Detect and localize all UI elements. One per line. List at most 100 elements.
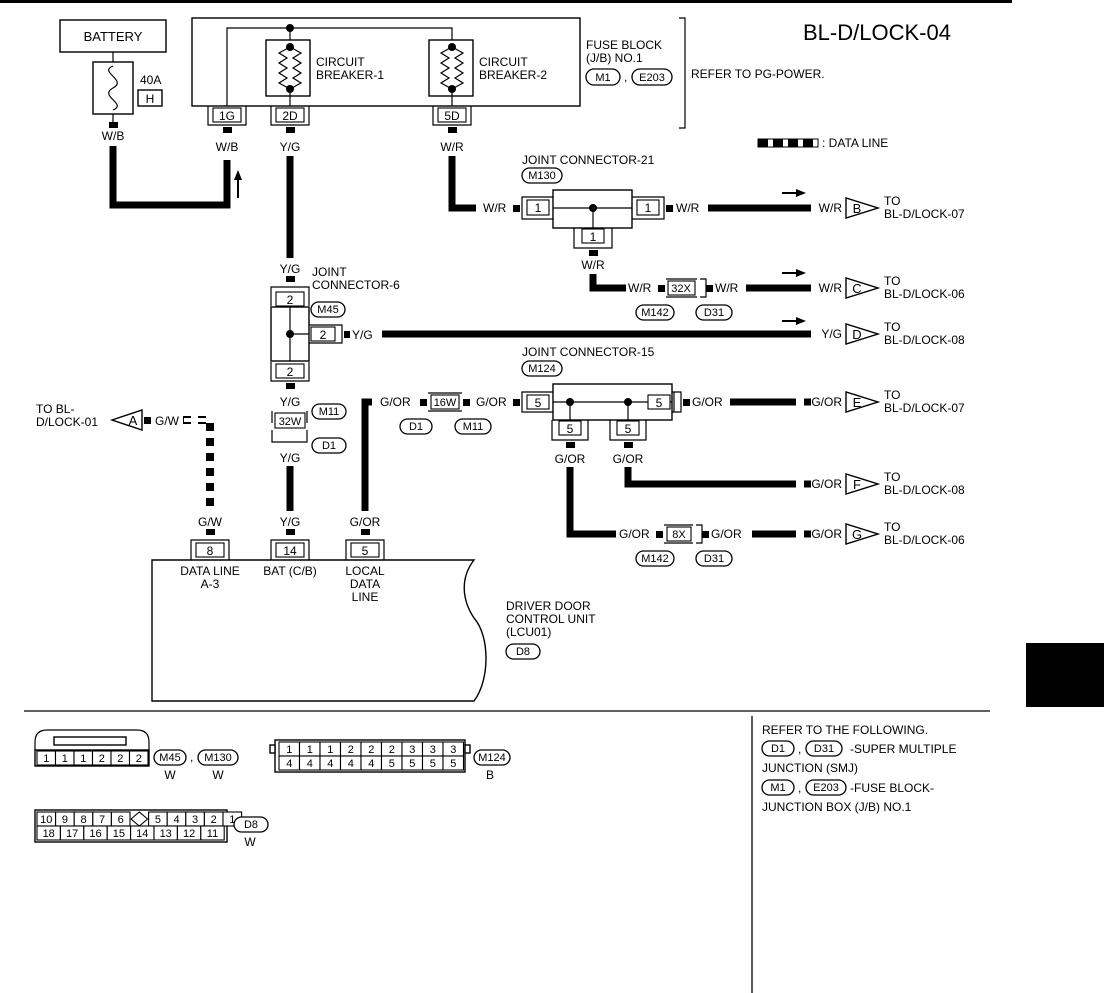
svg-text:D1: D1 — [322, 440, 336, 452]
battery: BATTERY 40A H W/B — [59, 19, 167, 143]
svg-text:16W: 16W — [434, 397, 457, 409]
cavity-number: 1 — [229, 814, 235, 826]
battery-label: BATTERY — [84, 29, 143, 44]
cavity-number: 8 — [80, 814, 86, 826]
svg-text:JOINT CONNECTOR-21: JOINT CONNECTOR-21 — [522, 153, 655, 167]
output-to: TO — [884, 320, 900, 334]
input-a: TO BL- D/LOCK-01 A G/W — [36, 402, 180, 431]
cavity-number: 1 — [327, 744, 333, 756]
cavity-number: 2 — [348, 744, 354, 756]
inline-8x: 8X M142 D31 — [635, 524, 733, 567]
fuse-id-box — [137, 89, 163, 107]
svg-text:D31: D31 — [814, 743, 834, 755]
cavity-number: 4 — [327, 758, 333, 770]
cavity-number: 5 — [409, 758, 415, 770]
svg-text:: DATA LINE: : DATA LINE — [822, 136, 888, 150]
refer-pg-power: REFER TO PG-POWER. — [691, 67, 825, 81]
svg-text:E203: E203 — [639, 72, 665, 84]
svg-text:M124: M124 — [528, 363, 556, 375]
cavity-number: 3 — [430, 744, 436, 756]
flow-arrows — [782, 189, 806, 325]
output-to: TO — [884, 388, 900, 402]
svg-text:LOCAL: LOCAL — [345, 564, 385, 578]
cavity-number: 4 — [348, 758, 354, 770]
cavity-number: 5 — [450, 758, 456, 770]
svg-text:Y/G: Y/G — [280, 395, 301, 409]
svg-text:5: 5 — [535, 396, 542, 410]
svg-text:W/R: W/R — [483, 201, 507, 215]
cavity-number: 4 — [173, 814, 179, 826]
svg-text:8X: 8X — [672, 529, 686, 541]
cavity-number: 15 — [113, 828, 125, 840]
svg-text:5: 5 — [656, 396, 663, 410]
output-wire-label: G/OR — [811, 477, 842, 491]
svg-text:G/OR: G/OR — [380, 395, 411, 409]
svg-text:CONTROL UNIT: CONTROL UNIT — [506, 612, 596, 626]
svg-text:M45: M45 — [317, 304, 338, 316]
fuse-block-name-1: FUSE BLOCK — [586, 38, 662, 52]
output-wire-label: G/OR — [811, 527, 842, 541]
svg-text:G/OR: G/OR — [555, 452, 586, 466]
svg-text:DATA LINE: DATA LINE — [180, 564, 240, 578]
fuse-amp: 40A — [140, 73, 161, 87]
svg-text:M1: M1 — [770, 782, 785, 794]
svg-text:LINE: LINE — [352, 590, 379, 604]
svg-text:G/OR: G/OR — [619, 527, 650, 541]
svg-text:Y/G: Y/G — [352, 328, 373, 342]
svg-text:M1: M1 — [595, 72, 610, 84]
svg-text:,: , — [624, 70, 627, 84]
key-icon — [130, 811, 149, 827]
svg-text:1: 1 — [590, 230, 597, 244]
cb2-label-2: BREAKER-2 — [479, 68, 547, 82]
cavity-number: 4 — [368, 758, 374, 770]
wire-w-r-5d — [448, 156, 476, 212]
section-tab — [1026, 643, 1104, 707]
output-target: BL-D/LOCK-06 — [884, 533, 965, 547]
svg-text:M142: M142 — [641, 553, 669, 565]
svg-text:5D: 5D — [444, 109, 460, 123]
cavity-number: 4 — [307, 758, 313, 770]
cb1-label-1: CIRCUIT — [316, 55, 365, 69]
svg-text:14: 14 — [283, 544, 297, 558]
conn-e203-pill — [631, 68, 673, 86]
svg-text:B: B — [486, 768, 494, 782]
fuse-id: H — [146, 92, 155, 106]
cavity-number: 1 — [286, 744, 292, 756]
cavity-number: 13 — [160, 828, 172, 840]
svg-text:D31: D31 — [704, 553, 724, 565]
inline-32w: 32W M11 D1 — [271, 403, 347, 454]
data-line-legend: : DATA LINE — [757, 136, 888, 150]
svg-text:M142: M142 — [641, 307, 669, 319]
svg-text:32W: 32W — [279, 416, 302, 428]
svg-text:D8: D8 — [244, 819, 258, 831]
joint-connector-6: JOINT CONNECTOR-6 2 M45 2 2 — [270, 265, 400, 382]
svg-text:JUNCTION (SMJ): JUNCTION (SMJ) — [762, 761, 858, 775]
svg-text:M11: M11 — [319, 406, 340, 418]
cavity-number: 18 — [43, 828, 55, 840]
svg-text:W: W — [244, 835, 256, 849]
cavity-number: 3 — [409, 744, 415, 756]
cavity-number: 5 — [430, 758, 436, 770]
driver-door-control-unit: 8 DATA LINE A-3 14 BAT (C/B) 5 LOCAL DAT… — [151, 539, 596, 702]
svg-text:W/R: W/R — [715, 281, 739, 295]
svg-text:32X: 32X — [671, 283, 691, 295]
svg-text:1: 1 — [535, 201, 542, 215]
ddcu-pin-5: 5 LOCAL DATA LINE — [345, 539, 385, 604]
cb2-label-1: CIRCUIT — [479, 55, 528, 69]
output-wire-label: G/OR — [811, 395, 842, 409]
cavity-number: 2 — [99, 753, 105, 765]
output-letter: E — [853, 395, 862, 410]
svg-text:M11: M11 — [463, 421, 484, 433]
conn-m1-pill — [585, 68, 621, 86]
svg-text:5: 5 — [362, 544, 369, 558]
output-letter: C — [852, 281, 861, 296]
svg-text:E203: E203 — [813, 782, 839, 794]
svg-text:M130: M130 — [204, 752, 232, 764]
svg-text:W: W — [164, 768, 176, 782]
svg-text:JOINT CONNECTOR-15: JOINT CONNECTOR-15 — [522, 345, 655, 359]
terminal-5d: 5D — [432, 106, 472, 126]
fuse-block-box — [191, 17, 581, 107]
